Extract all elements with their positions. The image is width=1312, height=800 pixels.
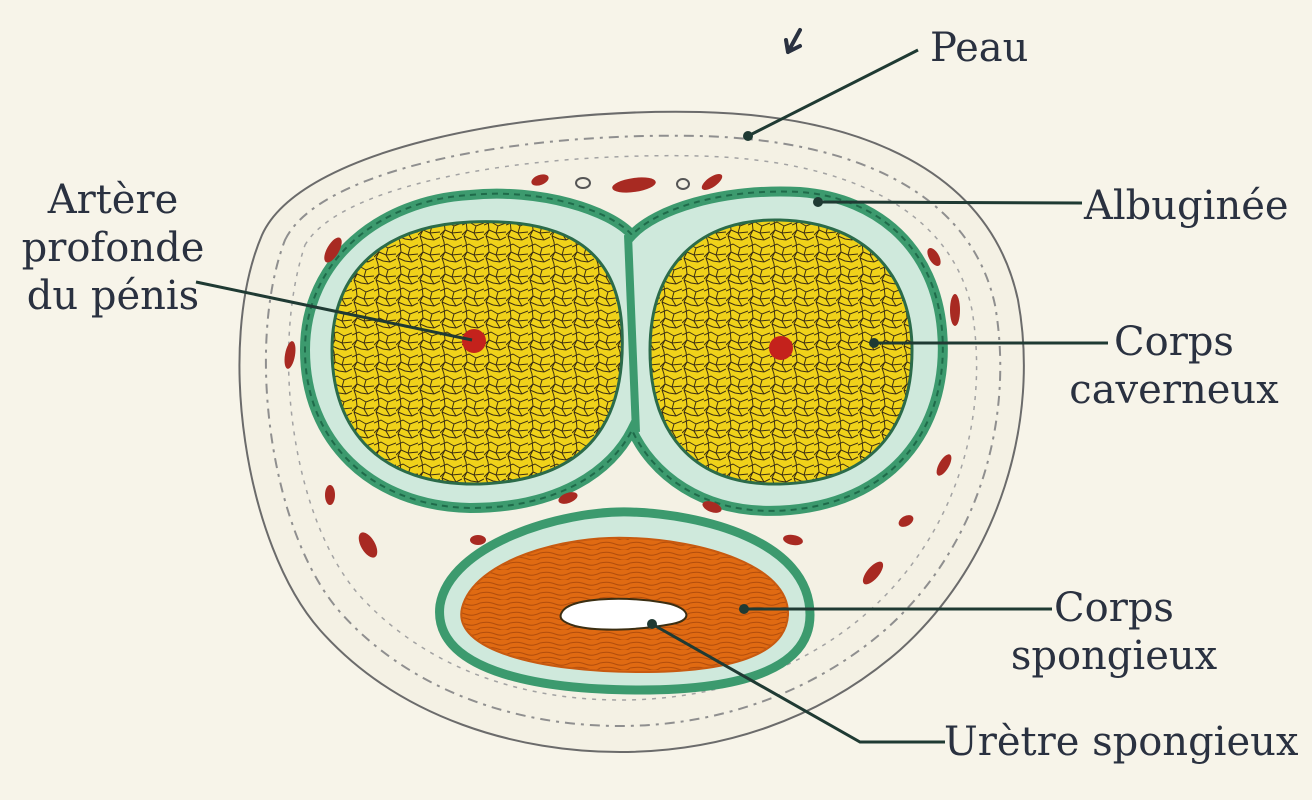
label-corps-spongieux: Corps spongieux xyxy=(1010,585,1218,679)
label-peau: Peau xyxy=(930,25,1029,71)
deep-artery-right xyxy=(769,336,793,360)
deep-artery-left xyxy=(462,329,486,353)
leader-uretre xyxy=(651,622,945,744)
fascia-inner xyxy=(287,154,978,701)
leader-albuginee xyxy=(817,200,1083,205)
urethra-lumen xyxy=(559,597,688,631)
corpus-cavernosum-left xyxy=(330,220,624,486)
leader-dots xyxy=(647,131,879,629)
label-corps-caverneux: Corps caverneux xyxy=(1069,319,1279,413)
leader-artere xyxy=(195,280,473,342)
orientation-arrow xyxy=(784,28,802,54)
superficial-veins xyxy=(575,177,690,190)
superficial-vessels xyxy=(284,173,960,585)
leader-lines xyxy=(195,48,1108,744)
leader-peau xyxy=(747,48,919,138)
septum xyxy=(624,234,640,433)
label-uretre-spongieux: Urètre spongieux xyxy=(944,719,1299,765)
label-albuginee: Albuginée xyxy=(1084,183,1289,229)
label-artere-profonde: Artère profonde du pénis xyxy=(21,177,205,319)
